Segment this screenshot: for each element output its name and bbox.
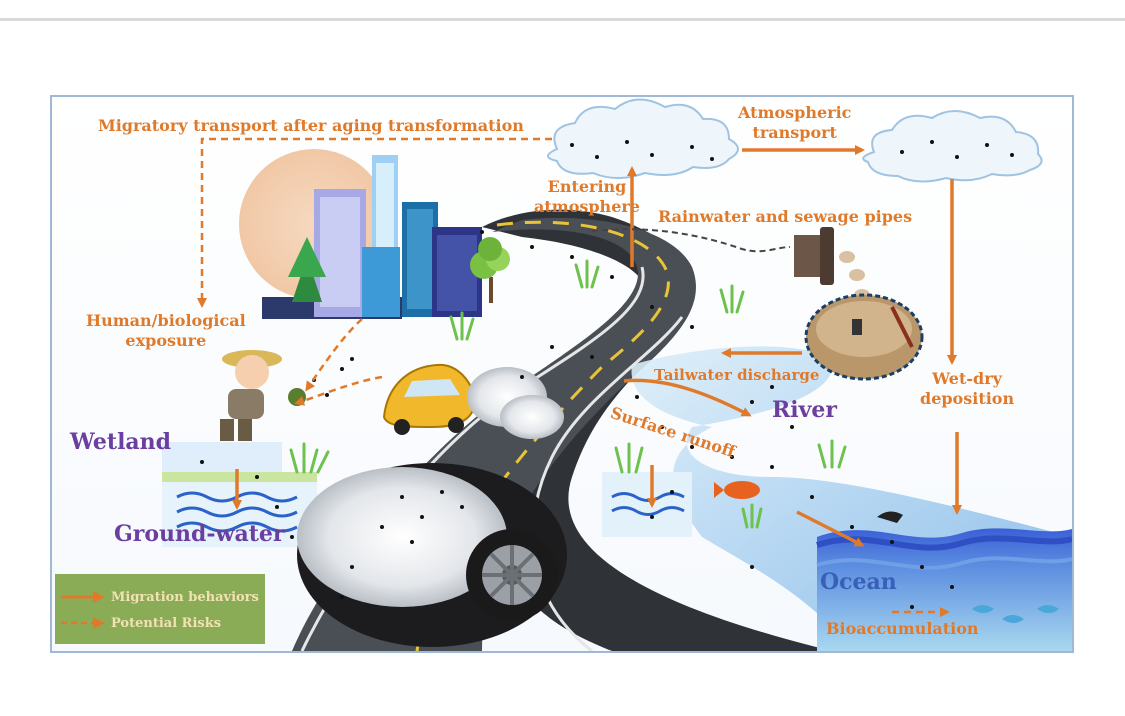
pipe-flow-dashes [591,228,791,253]
label-bioaccumulation: Bioaccumulation [826,619,979,638]
diagram-figure: Migratory transport after aging transfor… [50,95,1074,653]
label-wetland: Wetland [70,429,172,455]
label-ground-water: Ground-water [114,521,285,547]
label-tailwater-discharge: Tailwater discharge [654,366,820,384]
label-human-exposure: Human/biological exposure [86,311,246,350]
cloud-icon-left [547,98,739,179]
diagram-scene [52,97,1072,651]
tire-icon [297,463,567,647]
particles [200,140,1014,609]
treatment-tank-icon [804,293,924,381]
farmer-icon [220,350,306,441]
arrow-river-to-ocean [796,510,865,547]
legend: Migration behaviors Potential Risks [55,574,265,644]
label-wet-dry-deposition: Wet-dry deposition [920,369,1015,408]
label-atmospheric-transport: Atmospheric transport [738,103,852,142]
legend-solid-arrow-icon [61,591,105,603]
label-migratory-transport: Migratory transport after aging transfor… [98,116,524,135]
legend-item-migration: Migration behaviors [61,586,259,608]
city-skyline-icon [262,155,482,319]
legend-item-risks: Potential Risks [61,612,221,634]
label-rainwater-sewage: Rainwater and sewage pipes [658,207,913,226]
smoke-cloud [467,367,564,439]
fish-icon [714,481,1059,623]
page-top-divider [0,18,1125,21]
tree-icon [470,237,510,303]
label-river: River [772,397,838,423]
legend-dashed-arrow-icon [61,617,105,629]
legend-label-migration: Migration behaviors [111,589,259,605]
label-ocean: Ocean [820,569,897,595]
legend-label-risks: Potential Risks [111,615,222,631]
arrow-surface-runoff [623,378,752,417]
label-entering-atmosphere: Entering atmosphere [534,177,640,216]
cloud-icon-right [862,110,1043,183]
grass-icon [289,259,847,529]
sewage-pipe-icon [794,227,870,301]
arrow-migratory-transport [197,137,552,308]
